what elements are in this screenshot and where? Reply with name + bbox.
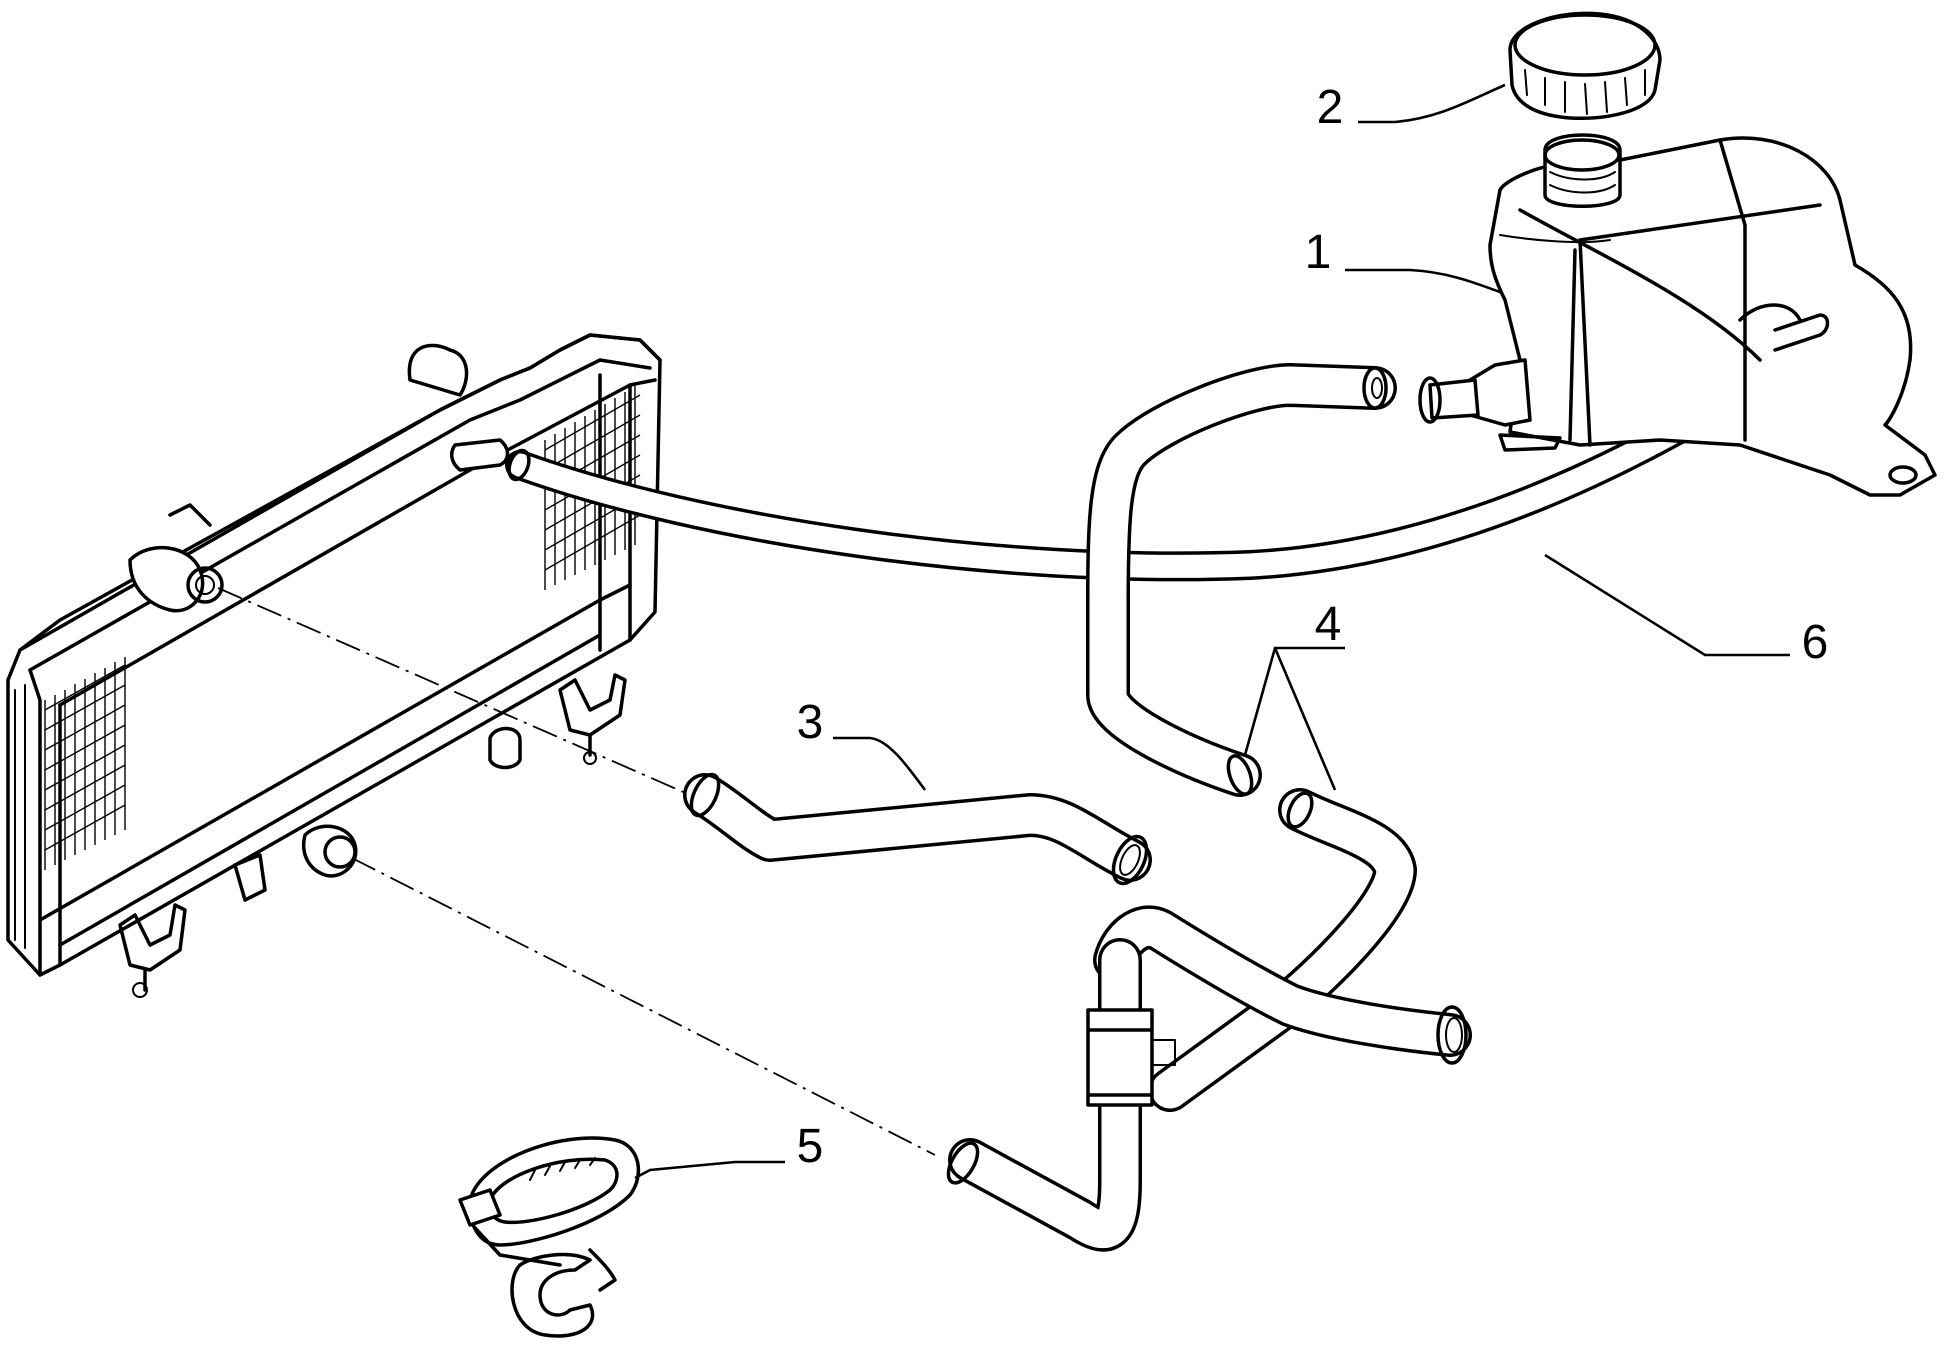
filler-cap [1508,11,1662,120]
callout-label-2: 2 [1317,81,1344,134]
hose-clip [458,1136,641,1338]
callout-5: 5 [634,1120,824,1180]
alignment-axis-lower [351,857,936,1156]
callout-label-5: 5 [797,1120,824,1173]
callout-label-3: 3 [797,696,824,749]
radiator [6,333,662,998]
tank-bleed-hose [505,363,1780,582]
callout-3: 3 [797,696,927,791]
callout-label-6: 6 [1802,616,1829,669]
callout-2: 2 [1317,81,1506,134]
callout-label-1: 1 [1305,226,1332,279]
heater-hose-assembly [946,788,1472,1252]
heater-hose-upper [1086,363,1397,797]
callout-1: 1 [1305,226,1501,294]
callout-6: 6 [1544,553,1829,669]
callout-4: 4 [1243,598,1345,791]
callout-label-4: 4 [1315,598,1342,651]
expansion-tank [1418,133,1937,497]
radiator-lower-hose [683,772,1152,886]
